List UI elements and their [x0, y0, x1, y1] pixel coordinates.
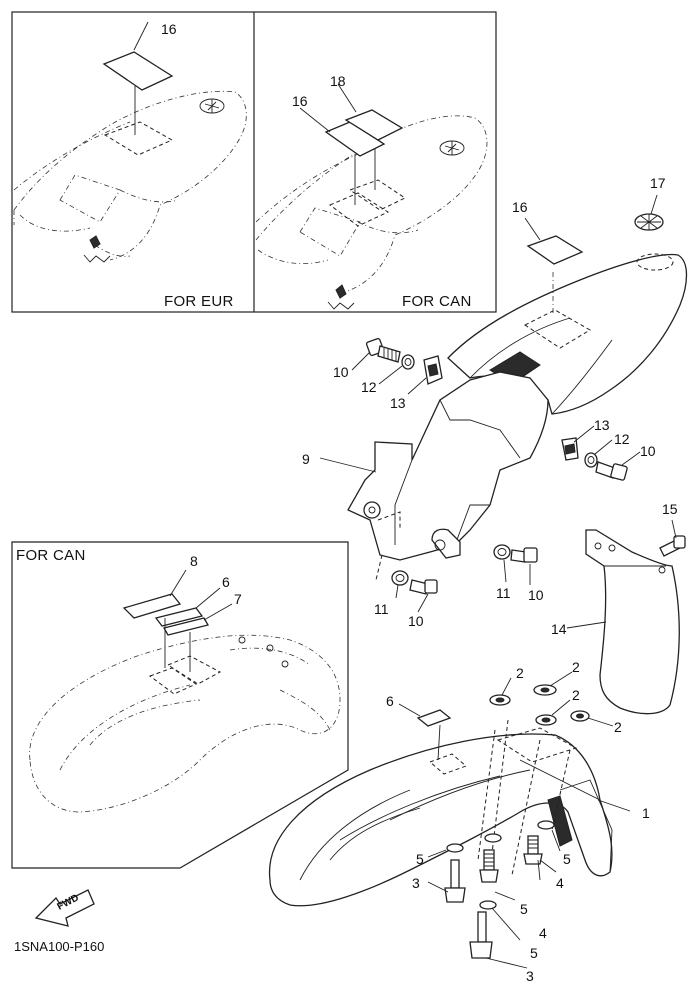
- callout-4-a: 4: [556, 875, 564, 891]
- leader-lines: [319, 194, 677, 969]
- collar-12-upper-left: [401, 354, 415, 370]
- inset-can-front-fender: [29, 634, 341, 813]
- grommet-2-c: [535, 714, 557, 726]
- callout-9: 9: [302, 451, 310, 467]
- diagram-reference-code: 1SNA100-P160: [14, 939, 105, 954]
- callout-7: 7: [234, 591, 242, 607]
- bolt-10-lower-right: [510, 547, 538, 563]
- inset-title-for-can-bottom: FOR CAN: [16, 547, 86, 564]
- callout-2-d: 2: [614, 719, 622, 735]
- callout-3-b: 3: [526, 968, 534, 984]
- callout-13-upper-left: 13: [390, 395, 406, 411]
- collar-11-right: [493, 544, 511, 560]
- callout-13-right: 13: [594, 417, 610, 433]
- callout-2-b: 2: [572, 659, 580, 675]
- nut-13-upper-left: [423, 355, 443, 385]
- inset-eur-rear-fender: [13, 90, 247, 263]
- callout-16-inset-eur: 16: [161, 21, 177, 37]
- callout-10-right: 10: [640, 443, 656, 459]
- callout-2-c: 2: [572, 687, 580, 703]
- callout-8: 8: [190, 553, 198, 569]
- bolt-4-a: [479, 849, 499, 883]
- washer-5-c: [537, 820, 555, 830]
- callout-5-b: 5: [563, 851, 571, 867]
- inset-eur-decal-16: [102, 21, 174, 156]
- bolt-10-lower-left: [409, 579, 438, 595]
- bolt-10-right: [595, 461, 628, 481]
- callout-6-main: 6: [386, 693, 394, 709]
- callout-18-inset-can: 18: [330, 73, 346, 89]
- bolt-3-a: [444, 859, 466, 903]
- callout-10-lower-right: 10: [528, 587, 544, 603]
- collar-12-right: [584, 452, 598, 468]
- bolt-15: [659, 535, 686, 557]
- nut-13-right: [561, 437, 579, 461]
- bolt-4-b: [523, 835, 543, 865]
- callout-5-c: 5: [520, 901, 528, 917]
- callout-12-upper-left: 12: [361, 379, 377, 395]
- washer-5-d: [479, 900, 497, 910]
- callout-1: 1: [642, 805, 650, 821]
- callout-5-d: 5: [530, 945, 538, 961]
- inset-can-rear-fender: [255, 115, 488, 310]
- callout-5-a: 5: [416, 851, 424, 867]
- inset-frame-bottom: [11, 541, 349, 869]
- inset-frame-top: [11, 11, 497, 313]
- washer-5-b: [484, 833, 502, 843]
- inset-title-for-eur: FOR EUR: [164, 293, 234, 310]
- callout-11-left: 11: [374, 601, 389, 617]
- callout-12-right: 12: [614, 431, 630, 447]
- inset-can-decals-8-6-7: [122, 569, 233, 672]
- callout-10-lower-left: 10: [408, 613, 424, 629]
- callout-16: 16: [512, 199, 528, 215]
- washer-5-a: [446, 843, 464, 853]
- callout-2-a: 2: [516, 665, 524, 681]
- callout-3-a: 3: [412, 875, 420, 891]
- callout-14: 14: [551, 621, 567, 637]
- callout-17: 17: [650, 175, 666, 191]
- grommet-2-b: [533, 684, 557, 696]
- callout-10-upper-left: 10: [333, 364, 349, 380]
- inset-title-for-can-top: FOR CAN: [402, 293, 472, 310]
- fwd-arrow-badge: [34, 889, 95, 927]
- front-fender-1: [268, 719, 613, 907]
- decal-6-main: [416, 709, 452, 727]
- decal-16-main: [526, 235, 584, 265]
- mud-flap-14: [585, 529, 680, 715]
- callout-15: 15: [662, 501, 678, 517]
- callout-6-inset: 6: [222, 574, 230, 590]
- bolt-10-upper-left: [365, 337, 401, 363]
- rear-fender-assembly: [347, 253, 688, 581]
- callout-16-inset-can: 16: [292, 93, 308, 109]
- collar-11-left: [391, 570, 409, 586]
- inset-can-decal-16-18: [299, 83, 407, 227]
- bolt-3-b: [469, 911, 493, 959]
- grommet-2-a: [489, 694, 511, 706]
- callout-4-b: 4: [539, 925, 547, 941]
- cap-17: [634, 213, 664, 231]
- grommet-2-d: [570, 710, 590, 722]
- callout-11-right: 11: [496, 585, 511, 601]
